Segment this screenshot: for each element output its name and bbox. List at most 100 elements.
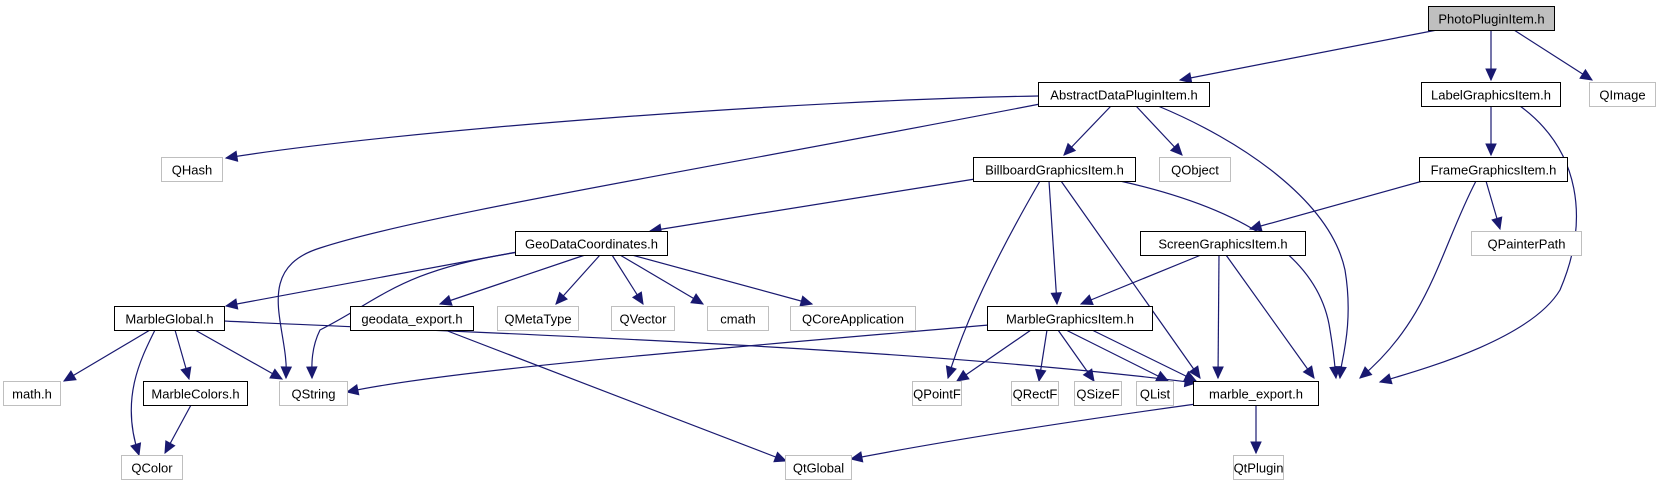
edge-GeoDataCoordinates-to-QCoreApplication [631, 254, 814, 307]
arrowhead-icon [945, 365, 957, 380]
node-MarbleGraphicsItem[interactable]: MarbleGraphicsItem.h [987, 306, 1153, 331]
node-MarbleGlobal[interactable]: MarbleGlobal.h [114, 306, 225, 331]
node-label: GeoDataCoordinates.h [525, 237, 658, 252]
node-QImage: QImage [1589, 82, 1656, 107]
node-box [121, 455, 183, 480]
arrowhead-icon [1579, 68, 1594, 81]
node-box [785, 455, 852, 480]
arrowhead-icon [1329, 366, 1341, 380]
edge-FrameGraphicsItem-to-QPainterPath [1485, 180, 1503, 231]
edge-FrameGraphicsItem-to-ScreenGraphicsItem [1248, 178, 1431, 232]
edge-line [277, 103, 1041, 379]
edge-line [194, 329, 283, 380]
edge-AbstractDataPluginItem-to-QString [277, 103, 1041, 380]
arrowhead-icon [1250, 441, 1262, 455]
edge-FrameGraphicsItem-to-marble_export [1359, 180, 1477, 379]
node-marble_export[interactable]: marble_export.h [1193, 381, 1319, 406]
node-label: QMetaType [504, 312, 571, 327]
arrowhead-icon [1212, 366, 1224, 380]
node-ScreenGraphicsItem[interactable]: ScreenGraphicsItem.h [1140, 231, 1306, 256]
edge-MarbleColors-to-QColor [164, 404, 192, 455]
arrowhead-icon [1359, 366, 1373, 379]
arrowhead-icon [130, 442, 142, 457]
node-QString: QString [279, 381, 348, 406]
edge-geodata_export-to-QtGlobal [444, 329, 788, 463]
node-geodata_export[interactable]: geodata_export.h [350, 306, 474, 331]
node-GeoDataCoordinates[interactable]: GeoDataCoordinates.h [515, 231, 668, 256]
edge-line [649, 178, 976, 232]
node-box [611, 306, 675, 331]
arrowhead-icon [1169, 142, 1183, 156]
node-LabelGraphicsItem[interactable]: LabelGraphicsItem.h [1421, 82, 1561, 107]
edge-line [223, 320, 1197, 384]
edge-line [444, 329, 787, 462]
arrowhead-icon [690, 293, 705, 305]
edge-line [63, 329, 151, 382]
edge-MarbleGraphicsItem-to-QRectF [1035, 329, 1048, 383]
edge-line [1179, 29, 1438, 81]
node-label: FrameGraphicsItem.h [1431, 163, 1557, 178]
edge-line [1379, 105, 1577, 383]
arrowhead-icon [62, 370, 77, 382]
node-label: QSizeF [1076, 387, 1119, 402]
node-AbstractDataPluginItem[interactable]: AbstractDataPluginItem.h [1038, 82, 1210, 107]
edge-line [1091, 329, 1197, 382]
edge-line [619, 254, 704, 305]
node-label: LabelGraphicsItem.h [1431, 88, 1551, 103]
edge-GeoDataCoordinates-to-cmath [619, 254, 705, 305]
edge-line [1080, 254, 1202, 305]
node-BillboardGraphicsItem[interactable]: BillboardGraphicsItem.h [973, 157, 1136, 182]
node-box [707, 306, 769, 331]
node-box [790, 306, 916, 331]
node-box [143, 381, 248, 406]
edge-line [1513, 29, 1593, 81]
node-FrameGraphicsItem[interactable]: FrameGraphicsItem.h [1419, 157, 1568, 182]
arrowhead-icon [1378, 373, 1393, 385]
edge-GeoDataCoordinates-to-QString [306, 251, 520, 380]
arrowhead-icon [306, 366, 318, 380]
node-PhotoPluginItem[interactable]: PhotoPluginItem.h [1428, 6, 1555, 31]
node-box [987, 306, 1153, 331]
arrowhead-icon [1079, 294, 1094, 306]
arrowhead-icon [956, 369, 970, 382]
arrowhead-icon [1248, 220, 1263, 232]
arrowhead-icon [1485, 143, 1497, 157]
node-MarbleColors[interactable]: MarbleColors.h [143, 381, 248, 406]
node-box [114, 306, 225, 331]
arrowhead-icon [345, 384, 360, 396]
edge-ScreenGraphicsItem-to-marble_export [1225, 254, 1315, 379]
arrowhead-icon [1188, 365, 1201, 379]
node-label: MarbleGraphicsItem.h [1006, 312, 1134, 327]
edge-line [346, 324, 990, 393]
edge-PhotoPluginItem-to-QImage [1513, 29, 1594, 81]
arrowhead-icon [1155, 370, 1170, 382]
node-box [161, 157, 223, 182]
edge-LabelGraphicsItem-to-FrameGraphicsItem [1485, 106, 1497, 157]
node-label: BillboardGraphicsItem.h [985, 163, 1124, 178]
arrowhead-icon [555, 291, 568, 305]
arrowhead-icon [1178, 72, 1193, 84]
node-label: PhotoPluginItem.h [1438, 12, 1544, 27]
arrowhead-icon [180, 366, 192, 381]
node-label: QPainterPath [1487, 237, 1565, 252]
edge-AbstractDataPluginItem-to-QObject [1135, 105, 1183, 156]
node-label: QImage [1599, 88, 1645, 103]
node-label: QtPlugin [1234, 461, 1284, 476]
edge-MarbleGlobal-to-QString [194, 329, 284, 380]
node-label: geodata_export.h [361, 312, 462, 327]
node-QMetaType: QMetaType [497, 306, 579, 331]
node-box [1136, 381, 1174, 406]
node-box [279, 381, 348, 406]
node-box [1471, 231, 1582, 256]
edge-marble_export-to-QtPlugin [1250, 405, 1262, 455]
edge-line [439, 254, 586, 305]
node-QPointF: QPointF [912, 381, 962, 406]
arrowhead-icon [1491, 216, 1503, 231]
edge-PhotoPluginItem-to-AbstractDataPluginItem [1178, 29, 1438, 84]
node-QtGlobal: QtGlobal [785, 455, 852, 480]
edge-line [1249, 178, 1431, 230]
node-label: cmath [720, 312, 755, 327]
node-QRectF: QRectF [1011, 381, 1059, 406]
edge-line [130, 329, 156, 456]
node-label: QColor [131, 461, 173, 476]
